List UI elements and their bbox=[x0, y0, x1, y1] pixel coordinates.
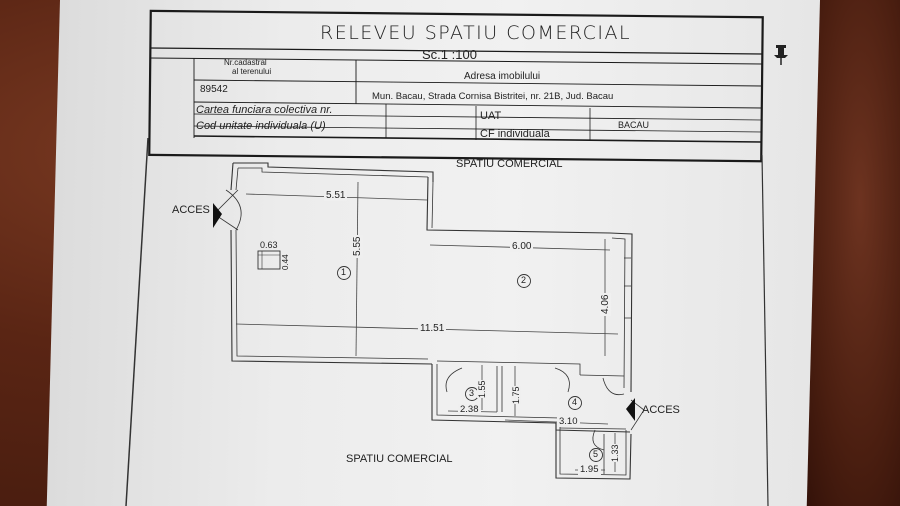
page-title: RELEVEU SPATIU COMERCIAL bbox=[320, 22, 632, 44]
room-number-3: 3 bbox=[469, 388, 475, 398]
dim-room5-width: 1.95 bbox=[578, 464, 601, 475]
room-number-2: 2 bbox=[521, 275, 527, 285]
dim-column-width: 0.63 bbox=[260, 240, 278, 250]
push-pin-icon bbox=[774, 45, 788, 65]
cadastral-label-2: al terenului bbox=[232, 67, 272, 76]
land-book-label: Cartea funciara colectiva nr. bbox=[196, 104, 333, 116]
dim-room2-width: 6.00 bbox=[510, 241, 534, 252]
cf-label: CF individuala bbox=[480, 128, 550, 140]
access-right-arrow bbox=[626, 398, 635, 421]
uat-label: UAT bbox=[480, 110, 502, 122]
access-left-arrow bbox=[213, 203, 222, 228]
room-number-5: 5 bbox=[593, 449, 599, 459]
access-right-label: ACCES bbox=[642, 404, 680, 416]
dim-room2-height: 4.06 bbox=[600, 292, 611, 316]
uat-value: BACAU bbox=[618, 120, 650, 130]
cadastral-label-1: Nr.cadastral bbox=[224, 58, 267, 67]
dim-room3-height: 1.55 bbox=[477, 380, 487, 398]
address-value: Mun. Bacau, Strada Cornisa Bistritei, nr… bbox=[372, 91, 614, 102]
dim-room3-width: 2.38 bbox=[458, 404, 481, 415]
dim-total-width: 11.51 bbox=[418, 323, 447, 334]
label-top-commercial-space: SPATIU COMERCIAL bbox=[456, 158, 563, 170]
cadastral-number: 89542 bbox=[200, 84, 228, 95]
room-number-4: 4 bbox=[572, 397, 578, 407]
label-bottom-commercial-space: SPATIU COMERCIAL bbox=[346, 453, 453, 465]
unit-code-label: Cod unitate individuala (U) bbox=[196, 120, 326, 132]
dim-room1-width: 5.51 bbox=[324, 190, 348, 201]
room-number-1: 1 bbox=[341, 267, 347, 277]
dim-room4-width: 3.10 bbox=[557, 416, 580, 427]
dim-corridor-height: 1.75 bbox=[511, 386, 521, 404]
dim-column-height: 0.44 bbox=[281, 254, 290, 270]
dim-room1-height: 5.55 bbox=[352, 234, 363, 258]
address-label: Adresa imobilului bbox=[464, 71, 541, 82]
room1-walls bbox=[233, 162, 434, 182]
scale-label: Sc.1 :100 bbox=[422, 47, 477, 62]
access-left-label: ACCES bbox=[172, 204, 210, 216]
dim-room5-height: 1.33 bbox=[610, 444, 620, 462]
